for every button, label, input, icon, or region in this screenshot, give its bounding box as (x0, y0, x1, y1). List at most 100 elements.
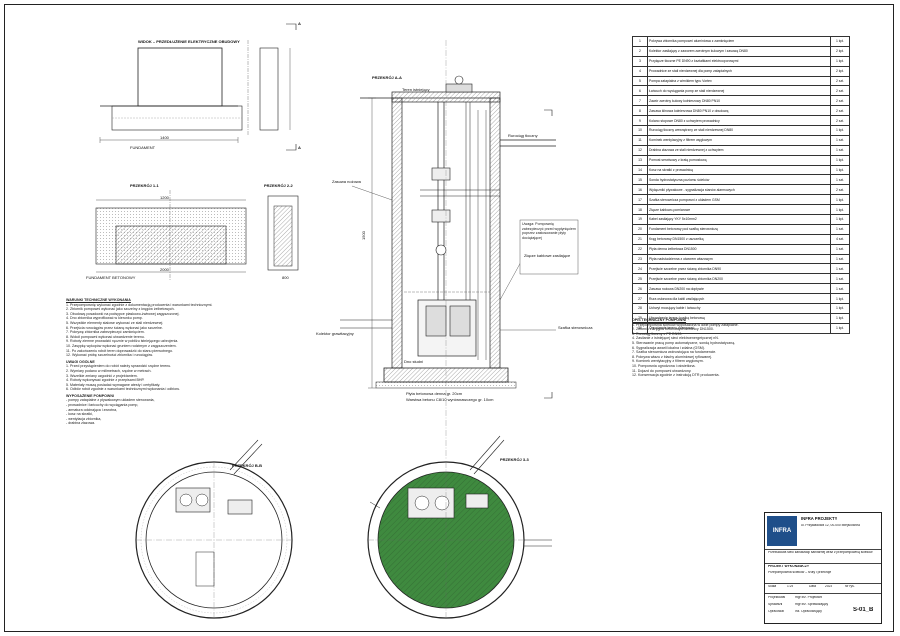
table-cell: Kolano stopowe DN80 z uchwytem prowadnic… (647, 115, 831, 127)
table-cell: 1 (632, 36, 648, 47)
notes-right: OPIS TECHNICZNY POMPOWNI 1. Przepompowni… (632, 316, 882, 442)
section-33-title: PRZEKRÓJ 3-3 (500, 457, 529, 462)
table-cell: 27 (632, 293, 648, 305)
table-cell: 4 szt. (830, 233, 850, 245)
view-a-title: WIDOK – PRZEDŁUŻENIE ELEKTRYCZNE OBUDOWY (138, 39, 240, 44)
table-cell: Przyłącze tłoczne PE DN90 z kształtkami … (647, 55, 831, 67)
table-cell: Zasuwa nożowa DN200 na dopływie (647, 283, 831, 295)
table-cell: 1 szt. (830, 134, 850, 146)
section-22-title: PRZEKRÓJ 2-2 (264, 183, 293, 188)
company-logo: INFRA (767, 516, 797, 546)
table-cell: Sonda hydrostatyczna poziomu ścieków (647, 174, 831, 186)
table-cell: 1 kpl. (830, 164, 850, 176)
notes-header-2: WYPOSAŻENIE POMPOWNI (66, 393, 114, 398)
note-box: Uwaga: Pompownię zabezpieczyć przed wypł… (522, 222, 576, 240)
table-cell: 28 (632, 303, 648, 314)
level-bottom: Dno studni (404, 359, 424, 364)
notes-header-1: WARUNKI TECHNICZNE WYKONANIA (66, 298, 131, 302)
table-cell: 1 kpl. (830, 55, 850, 67)
table-cell: 9 (632, 115, 648, 127)
table-cell: 2 szt. (830, 85, 850, 97)
level-ground: Teren istniejący (402, 87, 430, 92)
table-cell: Płyta denna żelbetowa DN1500 (647, 243, 831, 255)
section-bb-title: PRZEKRÓJ B-B (232, 463, 263, 468)
table-cell: 11 (632, 134, 648, 146)
main-section-view (340, 40, 556, 460)
table-cell: 1 szt. (830, 253, 850, 265)
section-11-title: PRZEKRÓJ 1-1 (130, 183, 159, 188)
table-cell: 25 (632, 273, 648, 285)
pipe-in-label: Kolektor grawitacyjny (316, 331, 354, 336)
table-cell: Pokrywa zbiornika pompowni aluminiowa z … (647, 36, 831, 47)
table-cell: 24 (632, 263, 648, 275)
notes-left: WARUNKI TECHNICZNE WYKONANIA 1. Przepomp… (66, 296, 346, 460)
plan-view-left (135, 439, 293, 619)
table-cell: Ogrodzenie terenu pompowni (647, 322, 831, 334)
table-cell: 1 kpl. (830, 204, 850, 216)
table-cell: 2 szt. (830, 95, 850, 107)
scale-label: Skala (768, 585, 777, 588)
project-title: Przebudowa sieci kanalizacji sanitarnej … (768, 551, 873, 554)
table-cell: 1 kpl. (830, 214, 850, 225)
table-cell: Krąg betonowy DN1500 z uszczelką (647, 233, 831, 245)
date-label: Data (809, 585, 816, 588)
base-slab-label: Płyta betonowa denna gr. 20cm (406, 391, 463, 396)
table-cell: Pomost serwisowy z kratą pomostową (647, 154, 831, 166)
table-cell: Złącze kablowo-pomiarowe (647, 204, 831, 216)
table-cell: 18 (632, 204, 648, 216)
table-cell: 1 kpl. (830, 36, 850, 47)
table-cell: Kabel zasilający YKY 5x10mm2 (647, 214, 831, 225)
table-cell: Rura osłonowa dla kabli zasilających (647, 293, 831, 305)
drawing-sheet (4, 4, 894, 632)
table-cell: Przejście szczelne przez ścianę zbiornik… (647, 273, 831, 285)
table-cell: 6 (632, 85, 648, 97)
callout-control-box: Szafka sterownicza (558, 325, 593, 330)
table-cell: 2 szt. (830, 115, 850, 127)
drawn-label: Opracował (768, 610, 784, 613)
stage-label: PROJEKT WYKONAWCZY (768, 565, 810, 568)
table-cell: 26 (632, 283, 648, 295)
table-cell: 20 (632, 223, 648, 235)
axis-a-top: A (298, 21, 301, 26)
table-cell: 2 szt. (830, 184, 850, 196)
table-cell: 5 (632, 75, 648, 87)
callout-cable: Złącze kablowe zasilające (524, 253, 571, 258)
table-cell: Kolektor zasilający z zaworem zwrotnym k… (647, 45, 831, 57)
table-cell: 30 (632, 322, 648, 334)
table-cell: 16 (632, 184, 648, 196)
table-cell: 8 (632, 105, 648, 117)
table-cell: 19 (632, 214, 648, 225)
table-cell: Płyta nadstudzienna z otworem włazowym (647, 253, 831, 265)
table-cell: 1 kpl. (830, 154, 850, 166)
table-cell: 1 szt. (830, 174, 850, 186)
title-block: INFRA INFRA PROJEKTY ul. Przykładowa 12,… (764, 512, 882, 624)
date-value: 2023 (825, 585, 833, 588)
dim-1: 1400 (160, 135, 169, 140)
designer-name: mgr inż. Projektant (795, 596, 823, 599)
checker-label: Sprawdził (768, 603, 783, 606)
table-cell: Rurociąg tłoczny wewnętrzny ze stali nie… (647, 125, 831, 136)
table-cell: 1 szt. (830, 283, 850, 295)
table-cell: 23 (632, 253, 648, 265)
table-cell: Prowadnice ze stali nierdzewnej dla pomp… (647, 65, 831, 77)
